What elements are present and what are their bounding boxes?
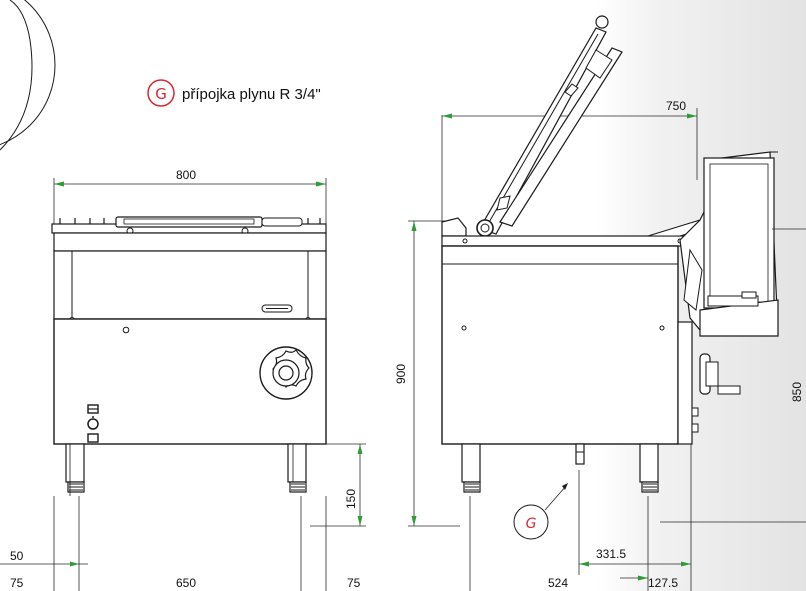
- front-legs: [65, 443, 307, 496]
- tilt-handwheel: [259, 346, 313, 400]
- side-tab: [691, 407, 699, 417]
- bolt: [659, 325, 665, 331]
- handle-bar: [123, 218, 255, 225]
- control-panel: [87, 404, 99, 443]
- gas-legend-symbol: [147, 79, 175, 107]
- arrow: [70, 561, 79, 567]
- arrow: [442, 113, 452, 119]
- side-tab: [691, 423, 699, 433]
- feet-hatching: [69, 483, 305, 491]
- gas-legend-label: přípojka plynu R 3/4": [182, 86, 321, 103]
- side-height-label: 900: [394, 364, 408, 384]
- bolt: [462, 238, 468, 244]
- indicator-hole: [122, 326, 130, 334]
- lid-arm: [476, 15, 623, 237]
- corner-arc: [0, 0, 56, 146]
- front-width-label: 800: [176, 168, 196, 182]
- arrow: [357, 516, 363, 526]
- rear-offset-label: 127.5: [648, 576, 678, 590]
- handle-grip: [261, 217, 303, 227]
- side-handwheel: [699, 353, 741, 395]
- rim-studs: [59, 218, 321, 224]
- side-cabinet-body: [441, 245, 679, 445]
- arrow-right: [316, 181, 326, 187]
- gas-inlet-pipe: [575, 443, 585, 465]
- side-view: 750 900: [394, 15, 806, 591]
- base-span-label: 524: [548, 576, 568, 590]
- arrow-left: [54, 181, 64, 187]
- side-rear-column: [677, 321, 693, 445]
- gas-offset-label: 331.5: [596, 547, 626, 561]
- tilted-pan: [679, 151, 779, 337]
- gas-connection-marker: G: [513, 483, 568, 540]
- left-margin-label: 75: [10, 576, 24, 590]
- arrow: [579, 561, 589, 567]
- control-knob-icon: [87, 418, 99, 430]
- arrow: [411, 516, 417, 526]
- side-depth-label: 750: [666, 99, 686, 113]
- rear-hinge-block: [441, 217, 467, 237]
- side-legs: [461, 443, 659, 493]
- leg-offset-label: 50: [10, 549, 24, 563]
- span-label: 650: [176, 576, 196, 590]
- pan-upper-band: [53, 232, 327, 252]
- leg-height-label: 150: [344, 489, 358, 509]
- arrow: [638, 575, 648, 581]
- gas-marker-letter: G: [526, 516, 537, 532]
- bolt: [461, 325, 467, 331]
- gas-legend: G přípojka plynu R 3/4": [147, 79, 321, 107]
- arrow: [681, 561, 691, 567]
- arrow: [411, 221, 417, 231]
- right-margin-label: 75: [347, 576, 361, 590]
- corner-arc-line: [0, 0, 33, 151]
- control-button-icon: [87, 433, 99, 443]
- front-view: 800: [0, 168, 366, 591]
- side-top-rim: [441, 235, 697, 247]
- arrow: [357, 444, 363, 454]
- feet-hatching: [465, 483, 657, 491]
- gas-legend-letter: G: [155, 85, 167, 103]
- arrow: [687, 113, 697, 119]
- tilt-height-label: 850: [790, 382, 804, 402]
